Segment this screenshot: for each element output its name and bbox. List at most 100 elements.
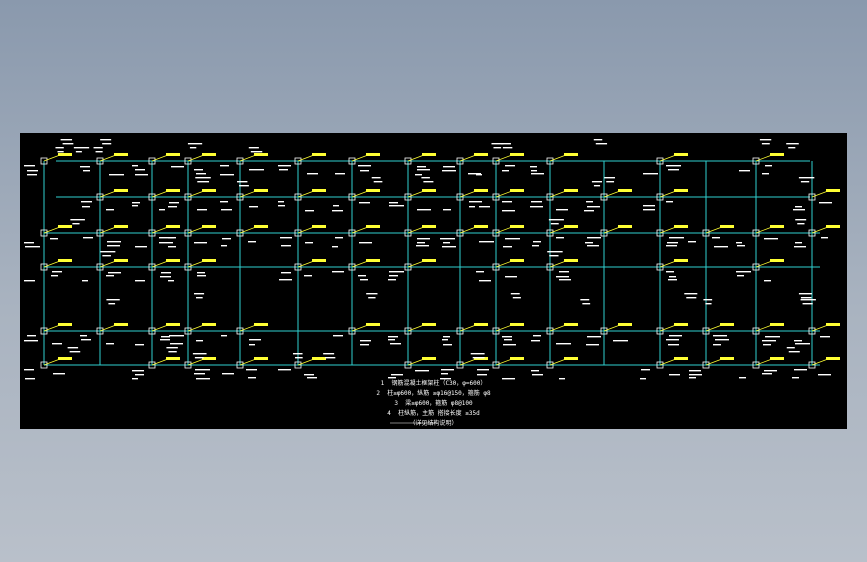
annotation-mark [304, 275, 312, 277]
callout-leader [549, 226, 567, 234]
callout-tag [254, 357, 268, 360]
dimension-mark [423, 181, 434, 183]
callout-leader [99, 260, 117, 268]
annotation-mark [818, 374, 831, 376]
callout-tag [202, 323, 216, 326]
column-node [656, 361, 664, 369]
column-node [96, 327, 104, 335]
dimension-mark [72, 223, 80, 225]
annotation-mark [333, 335, 343, 337]
dimension-mark [187, 143, 203, 145]
column-node [96, 157, 104, 165]
callout-tag [166, 357, 180, 360]
annotation-mark [502, 170, 509, 172]
annotation-mark [417, 169, 430, 171]
annotation-mark [196, 378, 210, 380]
column-node [148, 327, 156, 335]
annotation-mark [24, 340, 38, 342]
dimension-mark [237, 181, 248, 183]
annotation-mark [307, 173, 318, 175]
column-node [294, 157, 302, 165]
annotation-mark [442, 246, 456, 248]
annotation-mark [388, 279, 396, 281]
callout-leader [151, 190, 169, 198]
annotation-mark [388, 377, 396, 379]
callout-tag [770, 225, 784, 228]
column-node [184, 157, 192, 165]
callout-tag [826, 323, 840, 326]
callout-tag [58, 153, 72, 156]
dimension-mark [194, 357, 204, 359]
annotation-mark [640, 378, 646, 380]
annotation-mark [281, 272, 291, 274]
column-node [184, 327, 192, 335]
annotation-mark [532, 374, 543, 376]
column-node [184, 193, 192, 201]
callout-tag [510, 153, 524, 156]
annotation-mark [476, 271, 484, 273]
annotation-mark [441, 373, 448, 375]
annotation-mark [819, 202, 832, 204]
callout-leader [659, 358, 677, 366]
annotation-mark [278, 201, 284, 203]
callout-leader [705, 324, 723, 332]
callout-leader [459, 154, 477, 162]
callout-leader [549, 190, 567, 198]
dimension-mark [197, 181, 210, 183]
dimension-mark [106, 299, 120, 301]
annotation-mark [666, 271, 674, 273]
callout-leader [495, 226, 513, 234]
annotation-mark [159, 237, 174, 239]
callout-leader [187, 358, 205, 366]
dimension-mark [239, 185, 249, 187]
annotation-mark [53, 373, 65, 375]
dimension-mark [371, 177, 381, 179]
annotation-mark [469, 206, 475, 208]
dimension-mark [604, 177, 616, 179]
dimension-mark [493, 147, 502, 149]
callout-tag [312, 153, 326, 156]
annotation-mark [360, 170, 369, 172]
callout-leader [755, 226, 773, 234]
column-node [96, 263, 104, 271]
drawing-viewport[interactable]: 1 钢筋混凝土框架柱（C30，φ=600） 2 柱≥φ600，纵筋 ≥φ16@1… [20, 133, 847, 429]
column-node [348, 327, 356, 335]
callout-leader [297, 226, 315, 234]
callout-leader [187, 260, 205, 268]
callout-leader [549, 358, 567, 366]
annotation-mark [714, 246, 728, 248]
callout-tag [58, 323, 72, 326]
column-node [404, 263, 412, 271]
dimension-mark [196, 297, 203, 299]
annotation-mark [666, 339, 679, 341]
annotation-mark [82, 206, 90, 208]
callout-tag [312, 189, 326, 192]
callout-tag [422, 323, 436, 326]
callout-leader [495, 190, 513, 198]
annotation-mark [249, 339, 261, 341]
callout-leader [705, 226, 723, 234]
annotation-mark [821, 237, 828, 239]
callout-leader [495, 260, 513, 268]
annotation-mark [171, 166, 184, 168]
column-node [96, 229, 104, 237]
callout-leader [239, 190, 257, 198]
annotation-mark [443, 336, 450, 338]
annotation-mark [132, 205, 138, 207]
callout-leader [187, 226, 205, 234]
callout-leader [407, 190, 425, 198]
callout-leader [659, 190, 677, 198]
annotation-mark [135, 344, 144, 346]
callout-leader [549, 324, 567, 332]
callout-leader [239, 154, 257, 162]
annotation-mark [360, 279, 368, 281]
note-line-4: 4 柱纵筋，主筋 搭接长度 ≥35d [387, 410, 480, 417]
column-node [148, 361, 156, 369]
callout-tag [474, 225, 488, 228]
annotation-mark [220, 174, 234, 176]
column-node [656, 157, 664, 165]
callout-tag [366, 323, 380, 326]
annotation-mark [132, 165, 138, 167]
annotation-mark [249, 206, 258, 208]
annotation-mark [442, 170, 456, 172]
